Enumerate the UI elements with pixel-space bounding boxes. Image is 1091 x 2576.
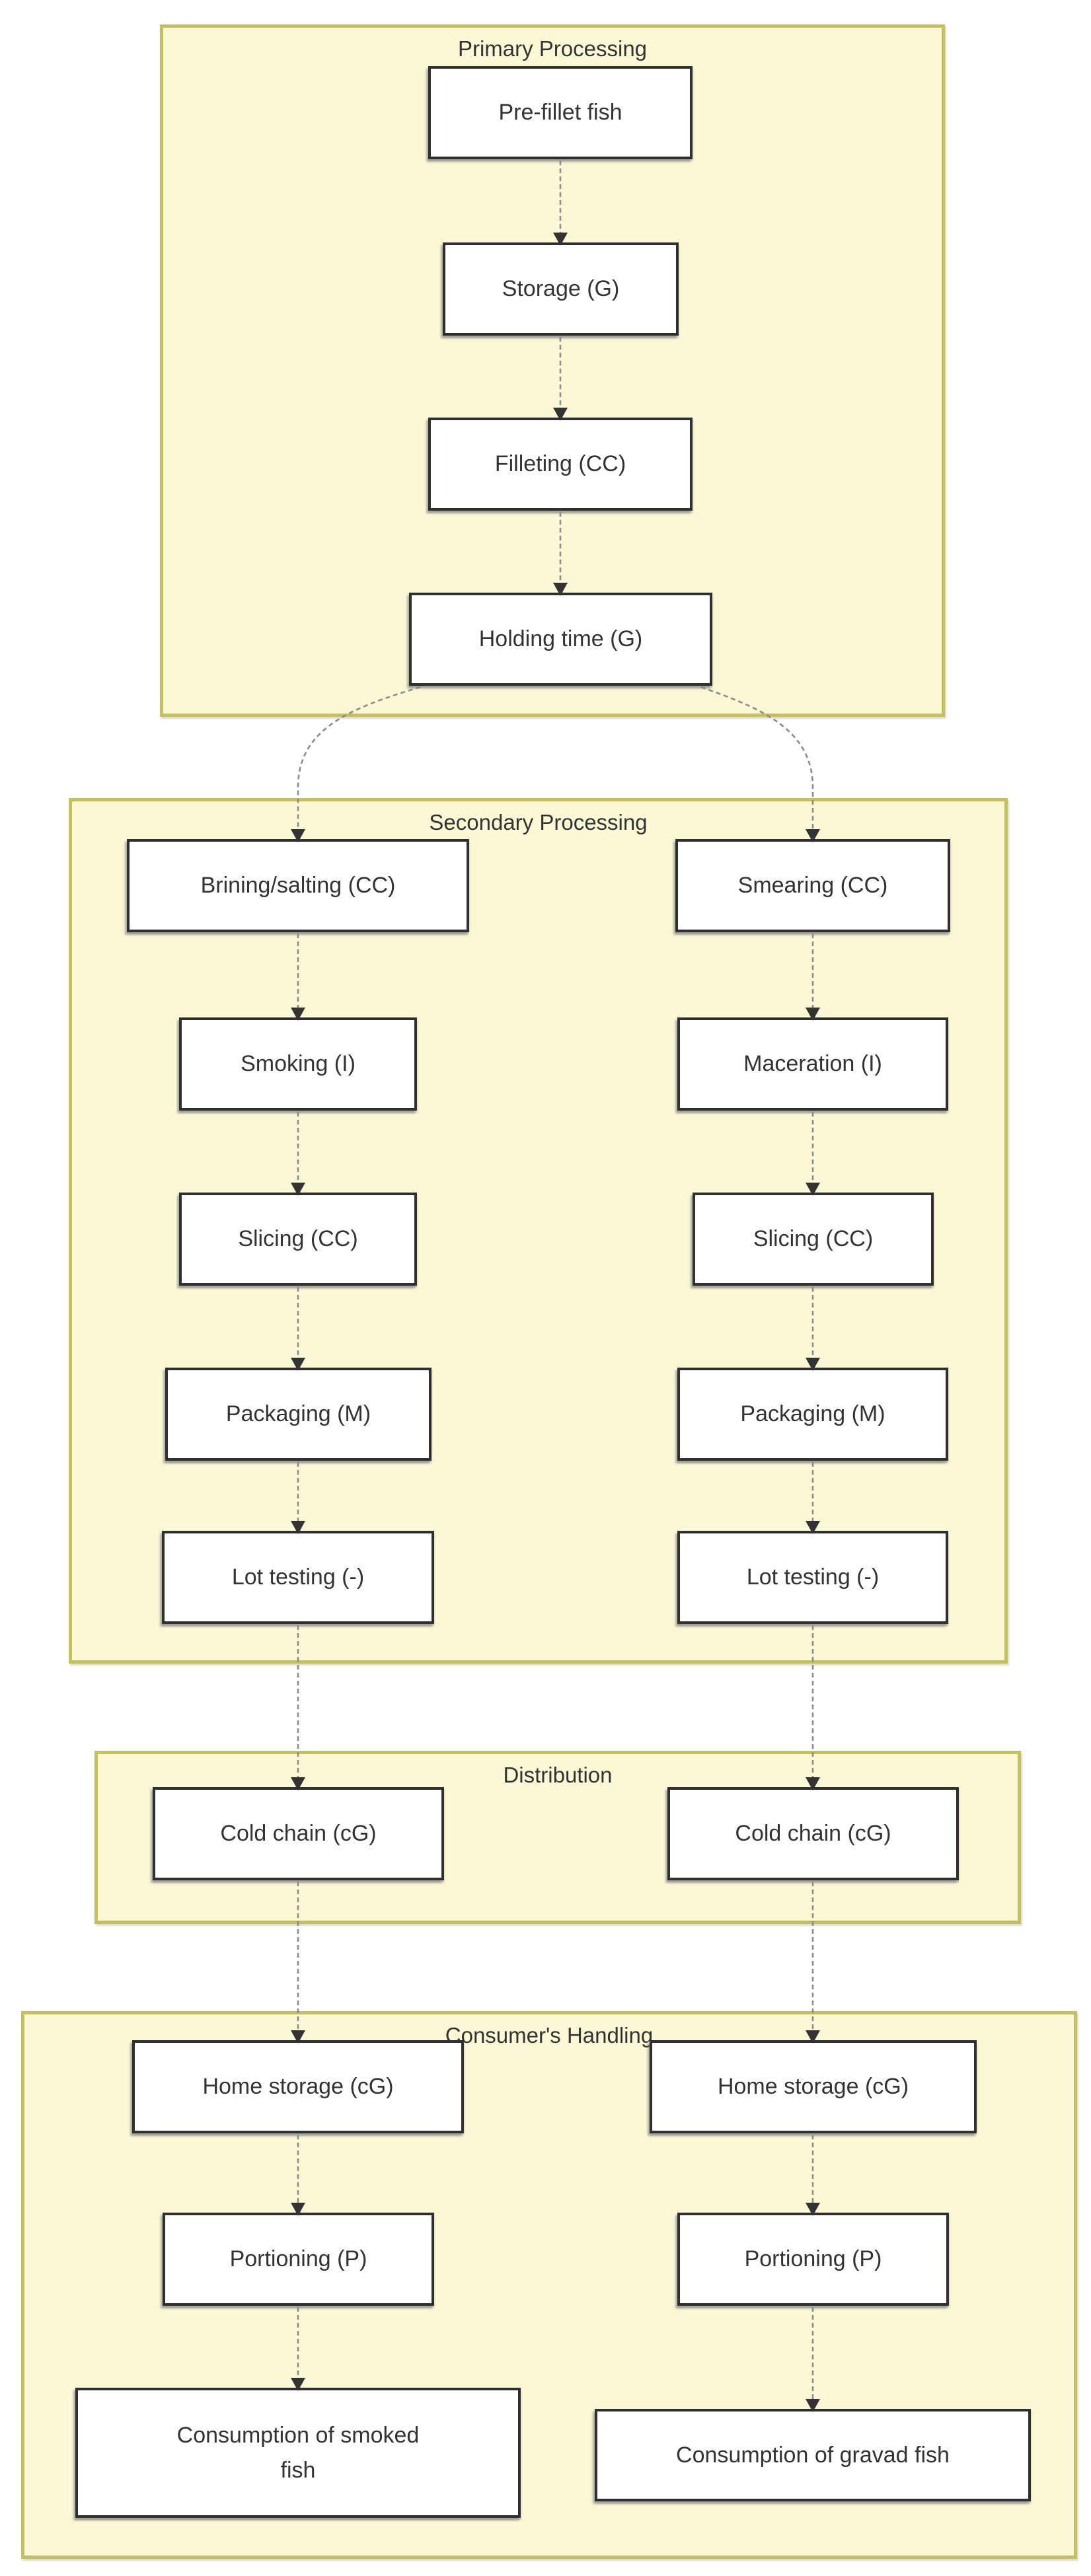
node-label: Pre-fillet fish	[498, 100, 622, 126]
node-slicing-gravad-line: Slicing (CC)	[693, 1193, 934, 1286]
node-label: Home storage (cG)	[717, 2074, 909, 2100]
node-label: Storage (G)	[502, 276, 620, 302]
node-label: Smearing (CC)	[737, 873, 888, 899]
node-home-storage-gravad-line: Home storage (cG)	[650, 2040, 977, 2133]
node-maceration: Maceration (I)	[677, 1017, 948, 1111]
node-filleting: Filleting (CC)	[428, 418, 693, 511]
node-consumption-gravad-fish: Consumption of gravad fish	[595, 2409, 1031, 2501]
node-label: Lot testing (-)	[746, 1564, 880, 1590]
node-label: Holding time (G)	[478, 626, 643, 652]
section-title-primary: Primary Processing	[457, 36, 648, 61]
node-consumption-smoked-fish: Consumption of smoked fish	[75, 2388, 521, 2518]
node-brining-salting: Brining/salting (CC)	[127, 839, 469, 932]
node-packaging-smoked-line: Packaging (M)	[165, 1368, 432, 1461]
section-title-distribution: Distribution	[503, 1763, 613, 1787]
node-packaging-gravad-line: Packaging (M)	[677, 1368, 948, 1461]
node-portioning-smoked-line: Portioning (P)	[163, 2213, 434, 2306]
node-home-storage-smoked-line: Home storage (cG)	[132, 2040, 464, 2133]
node-label: Packaging (M)	[740, 1401, 885, 1427]
node-portioning-gravad-line: Portioning (P)	[677, 2213, 949, 2306]
node-label: Slicing (CC)	[753, 1226, 874, 1252]
section-title-consumers-handling: Consumer's Handling	[445, 2023, 654, 2047]
node-smearing: Smearing (CC)	[675, 839, 950, 932]
node-label: Maceration (I)	[743, 1051, 882, 1077]
node-label: Lot testing (-)	[231, 1564, 365, 1590]
node-label: Portioning (P)	[744, 2246, 882, 2272]
node-label: Smoking (I)	[241, 1051, 356, 1077]
node-label: Portioning (P)	[229, 2246, 367, 2272]
node-lot-testing-smoked-line: Lot testing (-)	[162, 1531, 434, 1624]
node-lot-testing-gravad-line: Lot testing (-)	[677, 1531, 948, 1624]
node-cold-chain-smoked-line: Cold chain (cG)	[153, 1787, 444, 1880]
node-label: Filleting (CC)	[494, 451, 626, 477]
node-pre-fillet-fish: Pre-fillet fish	[428, 66, 693, 159]
section-title-secondary: Secondary Processing	[429, 810, 648, 834]
node-slicing-smoked-line: Slicing (CC)	[179, 1193, 417, 1286]
node-cold-chain-gravad-line: Cold chain (cG)	[667, 1787, 959, 1880]
node-label: Cold chain (cG)	[220, 1821, 377, 1847]
node-label: Slicing (CC)	[238, 1226, 358, 1252]
node-label: Brining/salting (CC)	[200, 873, 396, 899]
node-label-line2: fish	[280, 2457, 316, 2483]
node-storage: Storage (G)	[443, 242, 679, 336]
node-label: Cold chain (cG)	[735, 1821, 891, 1847]
node-holding-time: Holding time (G)	[409, 593, 712, 686]
node-label-line1: Consumption of smoked	[176, 2422, 420, 2448]
node-label: Home storage (cG)	[202, 2074, 394, 2100]
node-smoking: Smoking (I)	[179, 1017, 417, 1111]
node-label: Packaging (M)	[225, 1401, 371, 1427]
node-label: Consumption of gravad fish	[676, 2442, 950, 2468]
